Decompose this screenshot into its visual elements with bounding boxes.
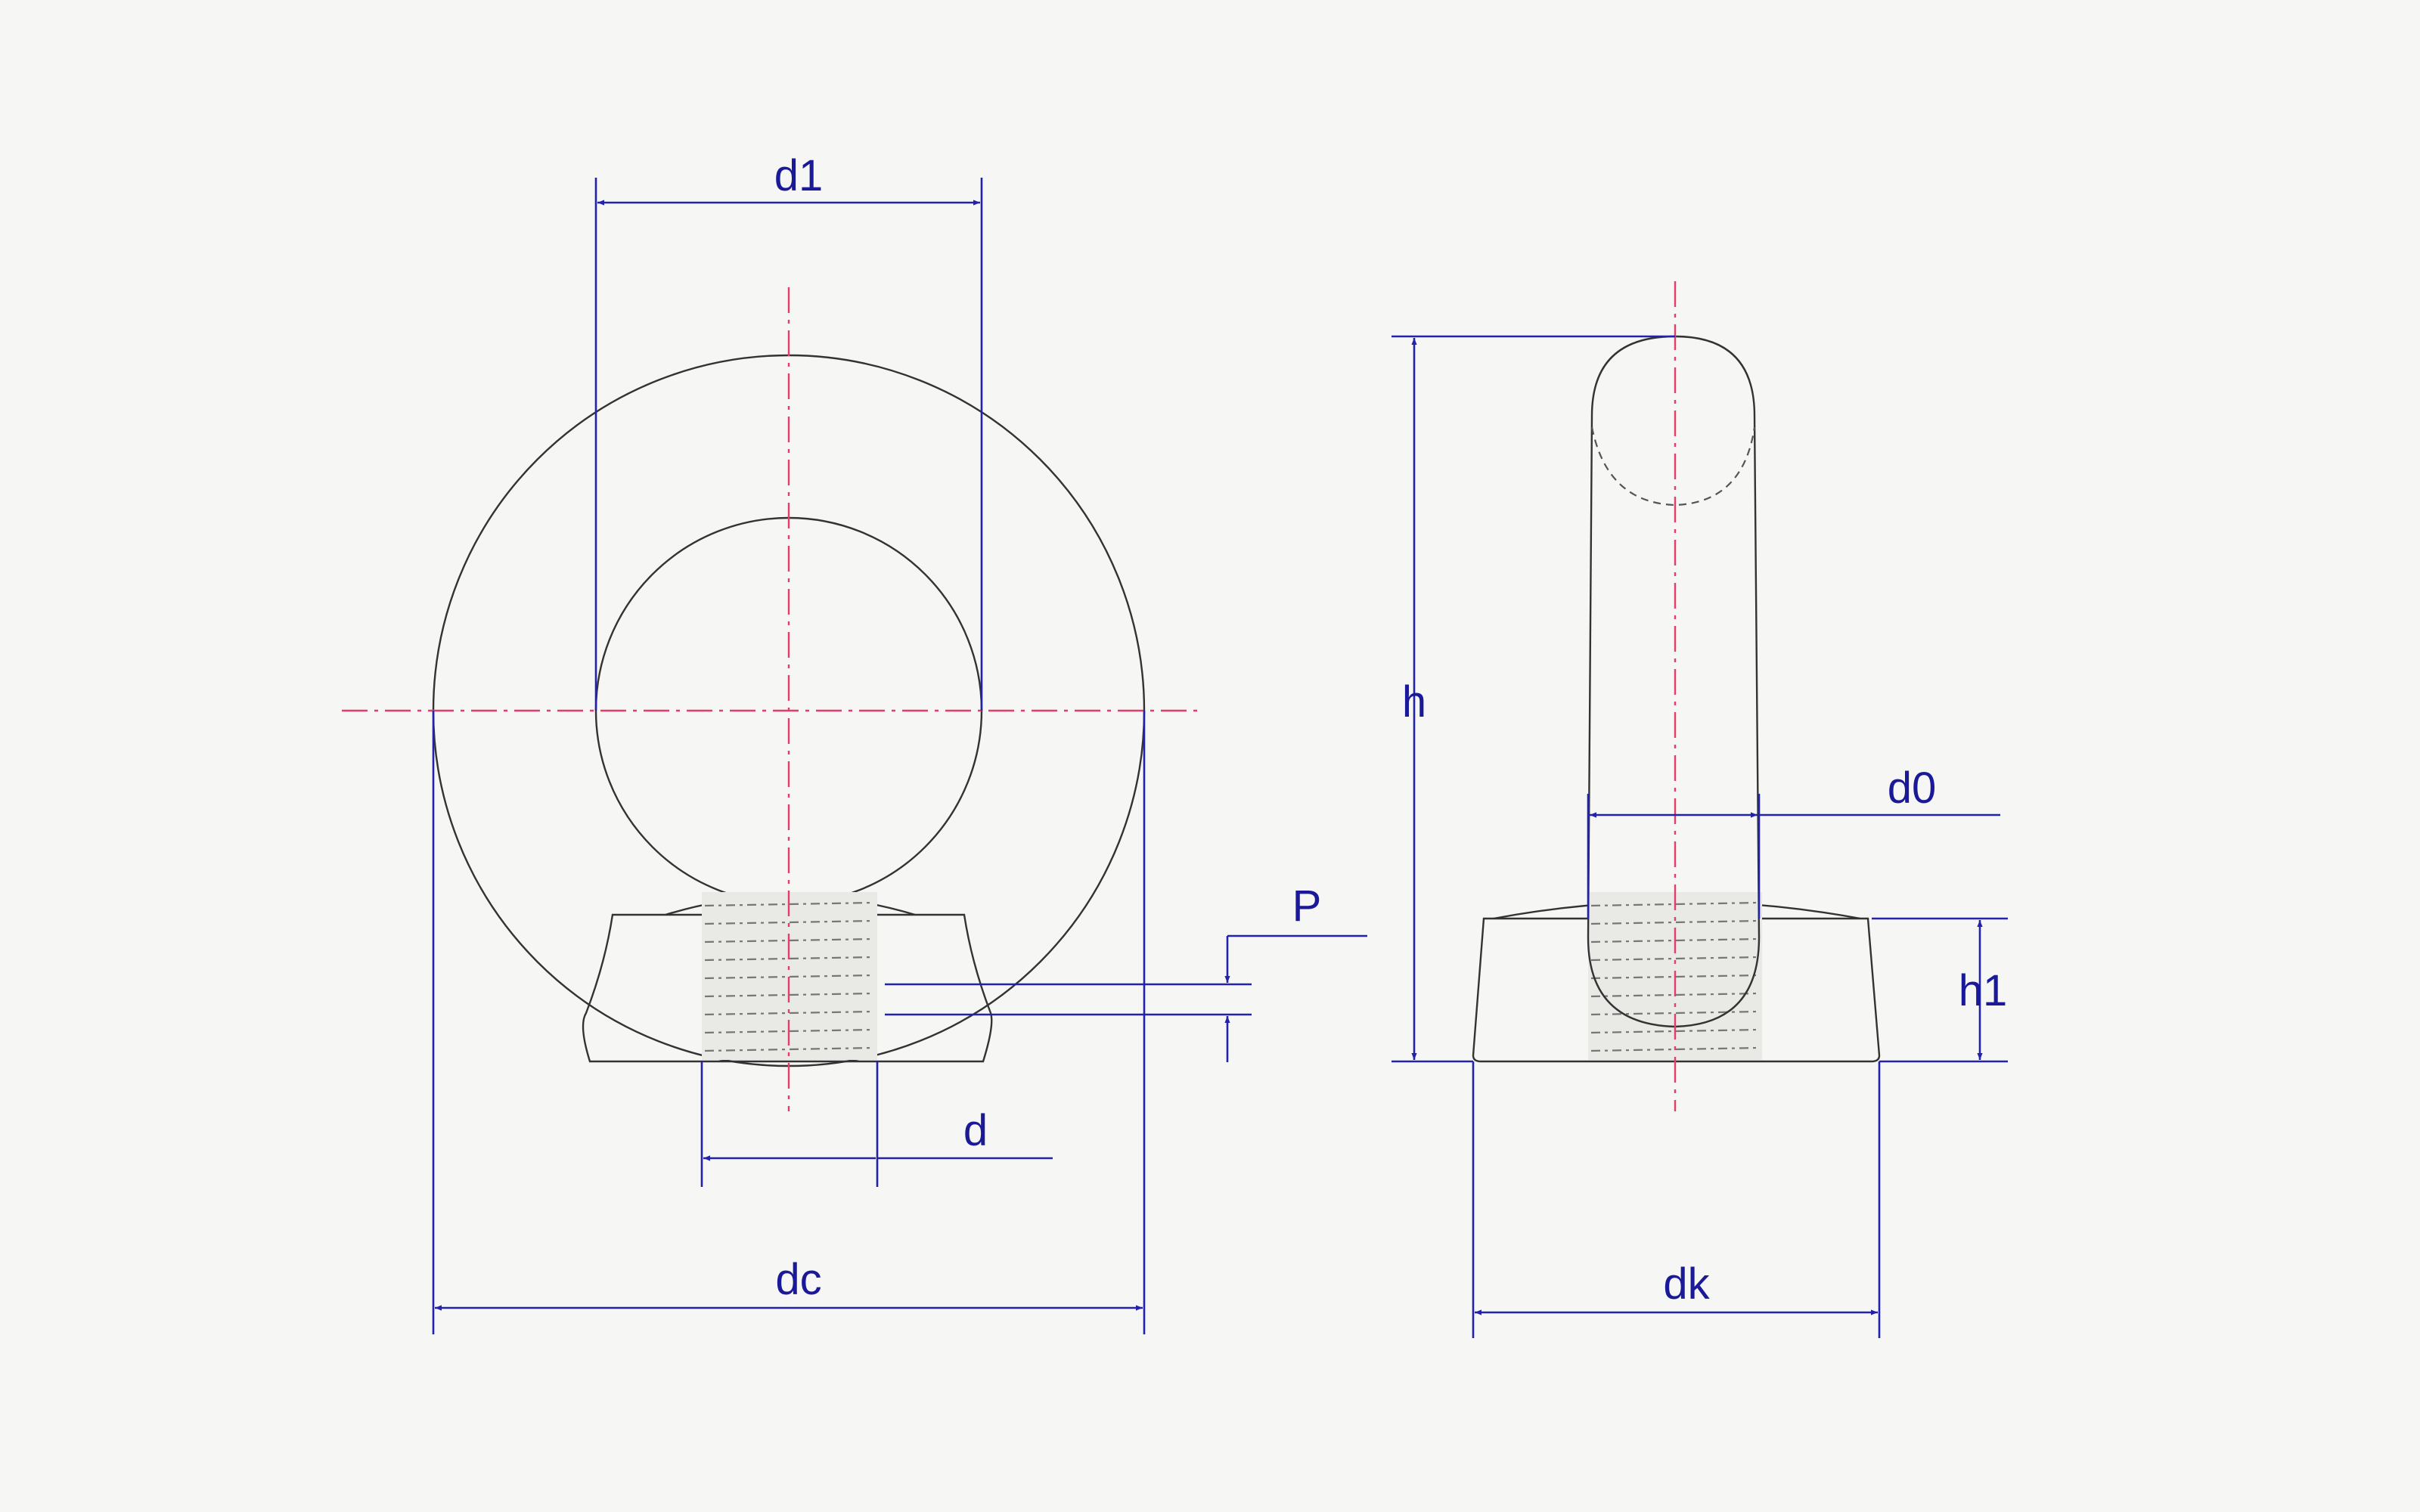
dimension-d1: d1 — [594, 151, 983, 711]
dimension-d0: d0 — [1587, 764, 2000, 919]
label-dc: dc — [775, 1255, 821, 1304]
dimension-dk: dk — [1472, 1061, 1881, 1338]
label-dk: dk — [1663, 1259, 1710, 1309]
dimension-d: d — [700, 1061, 1053, 1187]
dimension-P: P — [885, 881, 1367, 1062]
side-view — [1472, 281, 1881, 1111]
label-h1: h1 — [1959, 966, 2008, 1015]
side-hidden-curve — [1590, 426, 1756, 507]
dimension-h: h — [1392, 335, 1675, 1063]
label-P: P — [1292, 881, 1322, 931]
side-base — [1472, 917, 1881, 1063]
side-eye-stem — [1587, 335, 1761, 1028]
label-d: d — [963, 1106, 988, 1155]
label-d1: d1 — [774, 151, 824, 200]
front-view — [342, 287, 1204, 1111]
dimensions: d1 dc d — [432, 151, 2008, 1338]
dimension-h1: h1 — [1872, 917, 2008, 1063]
label-d0: d0 — [1888, 764, 1937, 813]
front-base — [582, 913, 993, 1063]
dimension-dc: dc — [432, 711, 1146, 1334]
label-h: h — [1402, 677, 1426, 727]
